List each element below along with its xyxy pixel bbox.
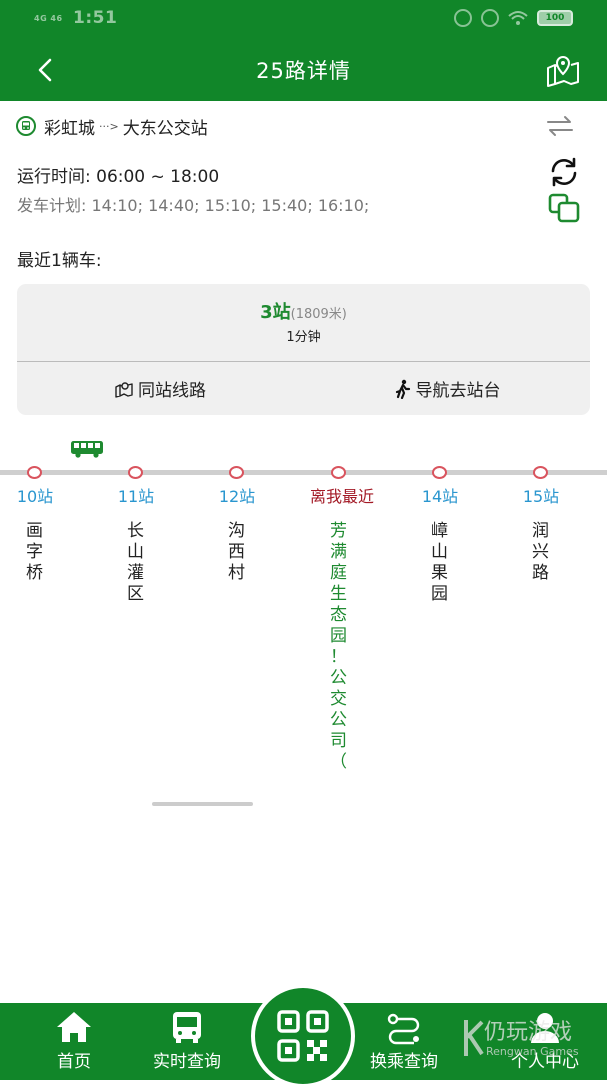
operating-time: 运行时间: 06:00 ~ 18:00 bbox=[17, 167, 220, 187]
network-indicator: 4G 46 bbox=[34, 13, 63, 23]
page-title: 25路详情 bbox=[256, 59, 351, 83]
station-name: 润兴路 bbox=[532, 521, 549, 583]
same-station-lines-button[interactable]: 同站线路 bbox=[17, 362, 303, 415]
station-name: 沟西村 bbox=[228, 521, 245, 583]
navigate-label: 导航去站台 bbox=[415, 381, 501, 401]
bus-icon bbox=[173, 1012, 201, 1043]
watermark-subtitle: Rengwan Games bbox=[486, 1045, 579, 1058]
station-name: 长山灌区 bbox=[127, 521, 144, 604]
home-icon bbox=[57, 1012, 91, 1042]
route-from: 彩虹城 bbox=[44, 118, 95, 139]
nav-transfer-label: 换乘查询 bbox=[370, 1052, 438, 1072]
station-dot bbox=[533, 466, 548, 479]
location-status-icon bbox=[454, 9, 472, 27]
station-name: 画字桥 bbox=[26, 521, 43, 583]
watermark-title: 仍玩游戏 bbox=[484, 1020, 573, 1045]
station-dot bbox=[27, 466, 42, 479]
station-dot bbox=[432, 466, 447, 479]
map-icon bbox=[115, 381, 133, 398]
station-stop-number: 14站 bbox=[421, 487, 459, 506]
copy-icon bbox=[548, 193, 580, 223]
alarm-status-icon bbox=[481, 9, 499, 27]
nav-realtime-label: 实时查询 bbox=[153, 1052, 221, 1072]
app-header: 4G 46 1:51 100 25路详情 bbox=[0, 0, 607, 101]
back-button[interactable] bbox=[28, 52, 64, 88]
nav-home[interactable]: 首页 bbox=[24, 1003, 124, 1080]
walking-icon bbox=[395, 379, 410, 399]
nearest-bus-card: 3站(1809米) 1分钟 同站线路 导航去站台 bbox=[17, 284, 590, 415]
chevron-left-icon bbox=[38, 58, 52, 82]
swap-icon bbox=[547, 116, 573, 136]
qr-code-icon bbox=[277, 1010, 329, 1062]
station-name: 芳满庭生态园！公交公司（ bbox=[330, 521, 347, 772]
status-bar: 4G 46 1:51 100 bbox=[0, 0, 607, 38]
copy-button[interactable] bbox=[547, 192, 581, 224]
watermark: 仍玩游戏 Rengwan Games bbox=[462, 1012, 602, 1072]
battery-indicator: 100 bbox=[537, 10, 573, 26]
status-icons: 100 bbox=[454, 9, 573, 27]
map-button[interactable] bbox=[545, 54, 581, 88]
user-icon bbox=[531, 1013, 559, 1043]
watermark-logo-icon bbox=[464, 1020, 484, 1056]
station-dot bbox=[229, 466, 244, 479]
nav-transfer[interactable]: 换乘查询 bbox=[354, 1003, 454, 1080]
station-stop-number: 15站 bbox=[522, 487, 560, 506]
navigate-to-station-button[interactable]: 导航去站台 bbox=[304, 362, 590, 415]
nearest-station-label: 离我最近 bbox=[309, 487, 374, 506]
distance: (1809米) bbox=[290, 307, 347, 322]
stops-away: 3站(1809米) bbox=[17, 298, 590, 324]
refresh-button[interactable] bbox=[547, 156, 581, 188]
route-arrow-icon: ···> bbox=[99, 119, 119, 133]
arrival-summary: 3站(1809米) 1分钟 bbox=[17, 284, 590, 361]
route-to: 大东公交站 bbox=[122, 118, 208, 139]
nav-home-label: 首页 bbox=[57, 1052, 91, 1072]
nav-profile-label: 个人中心 bbox=[511, 1052, 579, 1072]
nearest-bus-label: 最近1辆车: bbox=[17, 251, 102, 271]
horizontal-scrollbar[interactable] bbox=[152, 802, 253, 806]
station-stop-number: 12站 bbox=[218, 487, 256, 506]
qr-code-button[interactable] bbox=[251, 984, 355, 1088]
stops-count: 3站 bbox=[260, 302, 291, 323]
station-stop-number: 10站 bbox=[16, 487, 54, 506]
same-station-lines-label: 同站线路 bbox=[138, 381, 206, 401]
map-pin-icon bbox=[547, 55, 579, 87]
departure-plan: 发车计划: 14:10; 14:40; 15:10; 15:40; 16:10; bbox=[17, 196, 370, 215]
nav-profile[interactable]: 个人中心 bbox=[495, 1003, 595, 1080]
status-time: 1:51 bbox=[72, 8, 118, 28]
wifi-icon bbox=[508, 11, 528, 25]
status-time-area: 4G 46 1:51 bbox=[34, 8, 117, 28]
bus-icon bbox=[16, 116, 36, 136]
route-transfer-icon bbox=[387, 1013, 420, 1045]
station-name: 嶂山果园 bbox=[431, 521, 448, 604]
station-dot bbox=[331, 466, 346, 479]
station-dot bbox=[128, 466, 143, 479]
card-divider bbox=[17, 361, 590, 362]
route-line bbox=[0, 470, 607, 475]
refresh-icon bbox=[551, 157, 577, 187]
swap-direction-button[interactable] bbox=[543, 111, 577, 141]
nav-realtime[interactable]: 实时查询 bbox=[137, 1003, 237, 1080]
station-stop-number: 11站 bbox=[117, 487, 155, 506]
bus-position-icon bbox=[71, 441, 103, 458]
route-direction: 彩虹城 ···> 大东公交站 bbox=[16, 111, 591, 141]
arrival-minutes: 1分钟 bbox=[286, 330, 321, 345]
